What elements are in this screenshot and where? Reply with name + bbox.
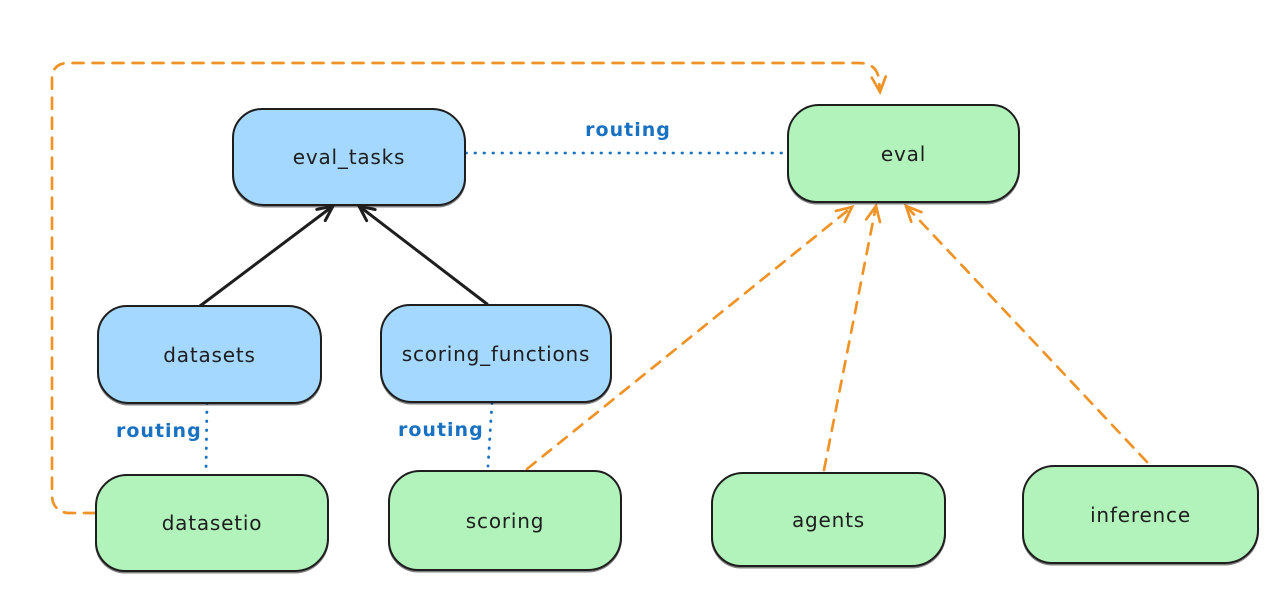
edge-datasetio-to-eval (50, 61, 888, 515)
node-eval: eval (787, 104, 1020, 203)
edge-datasets-to-datasetio (204, 401, 209, 472)
node-scoring: scoring (388, 470, 622, 571)
edge-agents-to-eval (822, 202, 882, 472)
edge-scoring-functions-to-eval-tasks (356, 203, 489, 306)
edge-scoring-functions-to-scoring (486, 401, 494, 468)
edge-label-routing-left: routing (116, 420, 202, 442)
edge-inference-to-eval (903, 203, 1149, 464)
edge-scoring-to-eval (525, 204, 855, 471)
node-datasets: datasets (97, 305, 322, 404)
edge-label-routing-middle: routing (398, 419, 484, 441)
edge-label-routing-top: routing (585, 119, 671, 141)
edge-datasets-to-eval-tasks (198, 203, 336, 308)
node-agents: agents (711, 472, 946, 567)
node-scoring-functions: scoring_functions (380, 304, 612, 403)
node-inference: inference (1022, 465, 1259, 564)
node-datasetio: datasetio (95, 474, 329, 572)
node-eval-tasks: eval_tasks (232, 108, 466, 206)
